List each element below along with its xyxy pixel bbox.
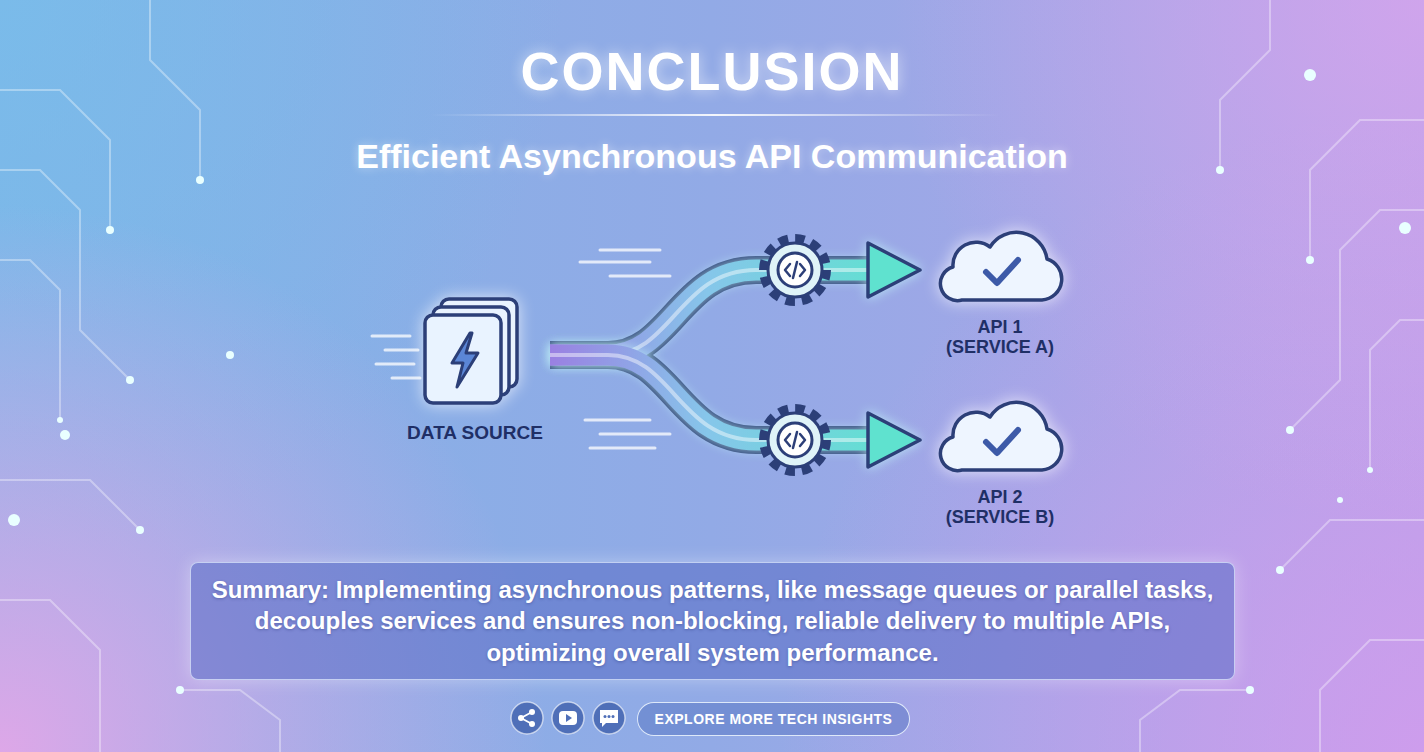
cloud-shape <box>920 398 1080 478</box>
cloud-shape <box>920 228 1080 308</box>
check-mark <box>986 430 1018 453</box>
cta-button: EXPLORE MORE TECH INSIGHTS <box>637 702 910 736</box>
node-text: EXPLORE MORE TECH INSIGHTS <box>644 711 904 728</box>
data-card <box>425 315 501 403</box>
node-text: API 1 (SERVICE A) <box>941 317 1059 358</box>
social-icons <box>511 702 625 734</box>
check-mark <box>986 260 1018 283</box>
cloud-outline <box>940 402 1061 470</box>
arrow-head <box>868 413 920 467</box>
arrow-head <box>868 243 920 297</box>
flow-arrow <box>550 243 920 355</box>
node-text: Summary: Implementing asynchronous patte… <box>210 574 1215 668</box>
api-cloud: API 1 (SERVICE A) <box>920 228 1080 358</box>
gear-icon <box>765 240 825 300</box>
data-source-node: DATA SOURCE <box>400 295 550 445</box>
data-stack-icon <box>400 295 550 415</box>
summary-box: Summary: Implementing asynchronous patte… <box>190 562 1235 680</box>
gear-icon <box>765 410 825 470</box>
subtitle-label: Efficient Asynchronous API Communication <box>0 137 1424 176</box>
flow-band-highlight <box>550 270 872 355</box>
diagram-title: CONCLUSION <box>0 40 1424 102</box>
flow-band <box>550 270 872 355</box>
node-text: DATA SOURCE <box>400 422 550 445</box>
lightning-bolt <box>452 333 478 387</box>
cloud-outline <box>940 232 1061 300</box>
title-rule <box>430 114 1000 116</box>
flow-arrow <box>550 355 920 467</box>
api-cloud: API 2 (SERVICE B) <box>920 398 1080 528</box>
node-text: API 2 (SERVICE B) <box>941 487 1059 528</box>
